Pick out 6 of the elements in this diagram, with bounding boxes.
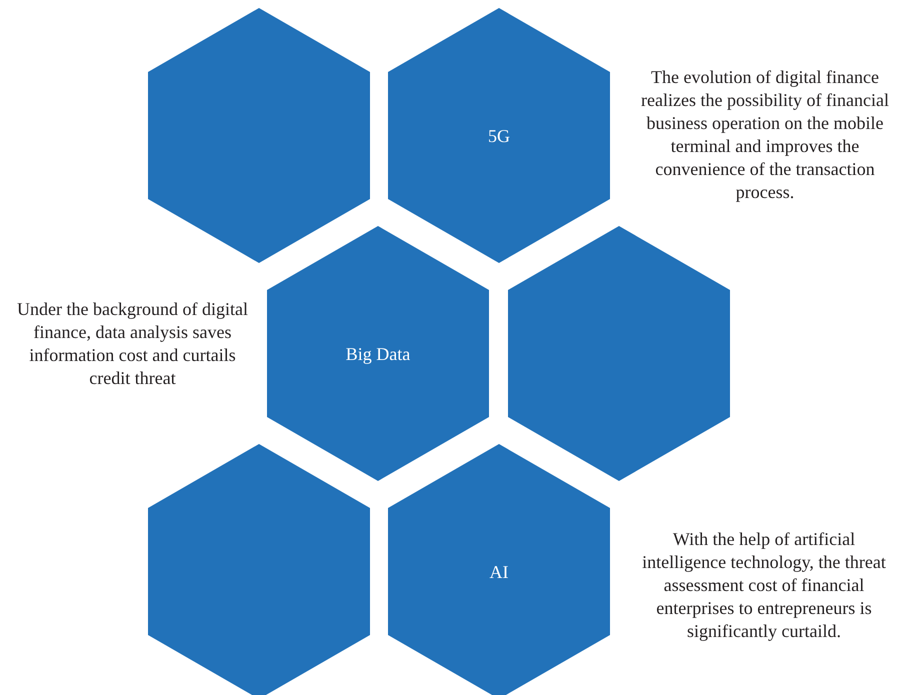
description-text: Under the background of digital finance, data analysis saves information cost and curtails credit threat — [16, 298, 249, 390]
hexagon-label: 5G — [488, 124, 510, 148]
hexagon-label: AI — [490, 560, 508, 584]
description-text: With the help of artificial intelligence technology, the threat assessment cost of financial enterprises to entrepreneurs is significantly curtaild. — [641, 528, 887, 643]
hexagon-label: Big Data — [346, 342, 410, 366]
description-text: The evolution of digital finance realizes the possibility of financial business operation on the mobile terminal and improves the convenience of the transaction process. — [640, 66, 890, 204]
